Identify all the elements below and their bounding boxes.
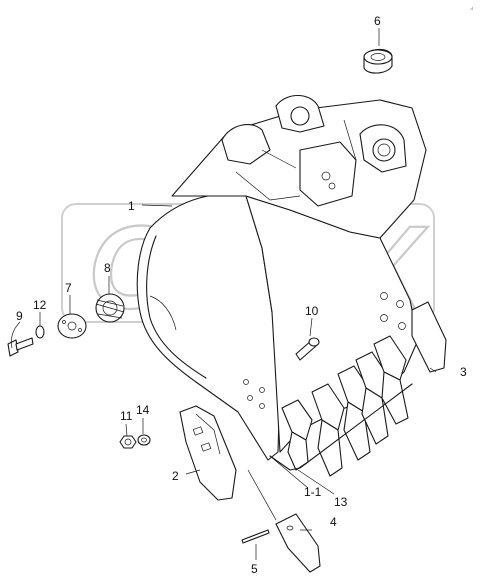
washer-plate-part — [57, 313, 87, 339]
callout-7: 7 — [65, 281, 72, 295]
callout-3: 3 — [460, 365, 467, 379]
callout-14: 14 — [136, 403, 150, 417]
pin-hub-part — [95, 293, 125, 323]
pin-part — [295, 337, 320, 361]
callout-9: 9 — [16, 309, 23, 323]
callout-12: 12 — [33, 298, 47, 312]
washer-part — [137, 434, 151, 446]
callout-4: 4 — [330, 515, 337, 529]
callout-5: 5 — [251, 562, 258, 576]
callout-13: 13 — [334, 495, 348, 509]
callout-11: 11 — [120, 409, 133, 423]
callout-1: 1 — [128, 199, 135, 213]
callout-2: 2 — [172, 469, 179, 483]
leader-lines — [10, 28, 437, 560]
side-cutter-part — [179, 405, 237, 501]
callout-8: 8 — [104, 261, 111, 275]
nut-part — [119, 435, 137, 449]
tooth-pin-part — [241, 529, 270, 544]
corner-mark: ⅎ — [470, 6, 473, 12]
lock-washer-part — [35, 325, 45, 339]
tooth-tip-part — [275, 513, 321, 573]
callout-labels: 6 1 8 7 12 9 10 3 11 14 2 1-1 13 4 5 — [16, 14, 467, 576]
callout-6: 6 — [374, 14, 381, 28]
bolt-part — [7, 337, 34, 357]
callout-10: 10 — [305, 304, 319, 318]
callout-1-1: 1-1 — [304, 485, 322, 499]
teeth-row — [269, 335, 413, 477]
bushing-part — [363, 48, 393, 74]
